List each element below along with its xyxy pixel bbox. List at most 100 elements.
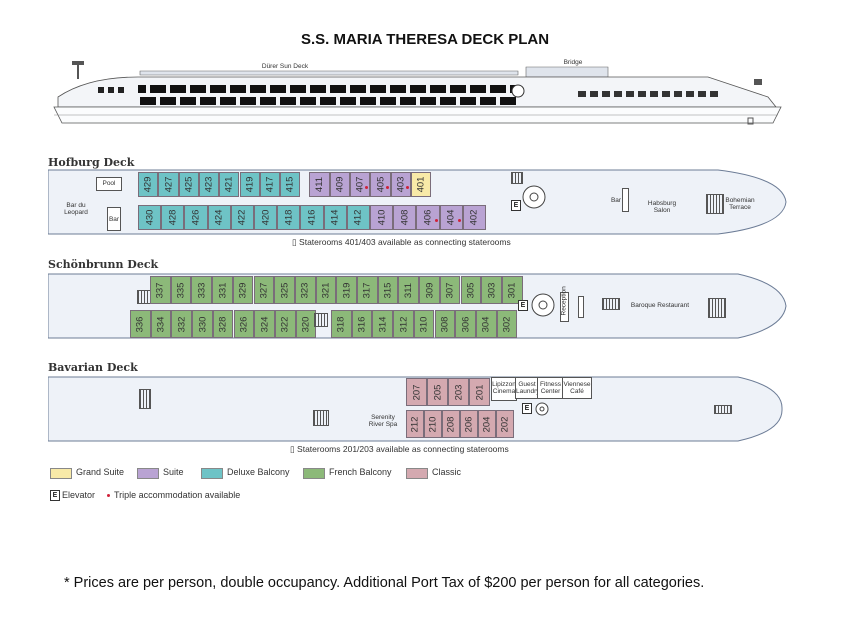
cabin-406: 406 xyxy=(416,205,440,230)
cabin-number: 318 xyxy=(335,316,347,332)
restaurant-service-stairs xyxy=(602,298,620,310)
viennese-cafe-room: Viennese Café xyxy=(562,377,592,399)
cabin-314: 314 xyxy=(372,310,394,338)
legend-french-swatch xyxy=(303,468,325,479)
cabin-328: 328 xyxy=(212,310,234,338)
cabin-309: 309 xyxy=(419,276,440,304)
cabin-407: 407 xyxy=(350,172,371,197)
cabin-426: 426 xyxy=(184,205,208,230)
cabin-number: 412 xyxy=(352,209,364,226)
cabin-number: 405 xyxy=(374,176,386,193)
bavarian-deck-title: Bavarian Deck xyxy=(48,361,138,374)
cabin-number: 203 xyxy=(452,384,464,400)
cabin-205: 205 xyxy=(427,378,448,406)
cabin-323: 323 xyxy=(294,276,316,304)
cabin-number: 314 xyxy=(377,316,389,332)
cabin-number: 411 xyxy=(314,176,326,193)
cabin-325: 325 xyxy=(274,276,295,304)
cabin-number: 208 xyxy=(445,416,457,432)
cabin-number: 423 xyxy=(203,176,215,193)
cabin-315: 315 xyxy=(377,276,399,304)
cabin-number: 321 xyxy=(320,282,332,298)
cabin-319: 319 xyxy=(336,276,357,304)
cabin-number: 311 xyxy=(403,282,415,298)
cabin-312: 312 xyxy=(393,310,414,338)
cabin-number: 326 xyxy=(238,316,250,332)
cabin-203: 203 xyxy=(448,378,469,406)
cabin-number: 331 xyxy=(216,282,228,298)
cabin-208: 208 xyxy=(442,410,460,438)
cabin-301: 301 xyxy=(501,276,523,304)
cabin-401: 401 xyxy=(410,172,432,197)
fitness-center-room: Fitness Center xyxy=(537,377,564,399)
cabin-number: 416 xyxy=(306,209,318,226)
legend-suite-label: Suite xyxy=(163,467,184,477)
cabin-number: 328 xyxy=(217,316,229,332)
cabin-number: 418 xyxy=(283,209,295,226)
cabin-317: 317 xyxy=(357,276,378,304)
cabin-411: 411 xyxy=(309,172,330,197)
pool-area: Pool xyxy=(96,177,122,191)
bavarian-elevator-icon: E xyxy=(522,403,532,414)
cabin-number: 406 xyxy=(422,209,434,226)
bar-du-leopard-label: Bar du Leopard xyxy=(64,202,88,216)
cabin-308: 308 xyxy=(434,310,456,338)
cabin-number: 306 xyxy=(460,316,472,332)
cabin-number: 319 xyxy=(341,282,353,298)
cabin-201: 201 xyxy=(469,378,490,406)
cabin-202: 202 xyxy=(496,410,514,438)
legend-classic-swatch xyxy=(406,468,428,479)
cabin-number: 335 xyxy=(175,282,187,298)
cabin-number: 425 xyxy=(183,176,195,193)
cabin-number: 417 xyxy=(264,176,276,193)
cabin-number: 207 xyxy=(410,384,422,400)
legend-triple-label: Triple accommodation available xyxy=(114,490,241,500)
bar-right-label: Bar xyxy=(610,197,622,204)
bar-left-area: Bar xyxy=(107,207,121,231)
cabin-423: 423 xyxy=(198,172,220,197)
hofburg-fore-stairs xyxy=(706,194,724,214)
cabin-311: 311 xyxy=(398,276,420,304)
restaurant-buffet xyxy=(578,296,584,318)
cabin-330: 330 xyxy=(192,310,213,338)
reception-desk xyxy=(560,292,569,322)
cabin-421: 421 xyxy=(219,172,240,197)
cabin-402: 402 xyxy=(462,205,486,230)
cabin-337: 337 xyxy=(150,276,171,304)
legend-grand-swatch xyxy=(50,468,72,479)
cabin-number: 402 xyxy=(468,209,480,226)
triple-accommodation-dot-icon xyxy=(385,185,389,189)
cabin-321: 321 xyxy=(315,276,337,304)
cabin-329: 329 xyxy=(232,276,254,304)
bar-right-counter xyxy=(622,188,629,212)
cabin-307: 307 xyxy=(439,276,461,304)
cabin-410: 410 xyxy=(370,205,394,230)
hofburg-spiral-stair-icon xyxy=(522,185,546,209)
page-title: S.S. MARIA THERESA DECK PLAN xyxy=(300,31,550,48)
bavarian-aft-stairs xyxy=(139,389,151,409)
cabin-327: 327 xyxy=(253,276,275,304)
cabin-414: 414 xyxy=(323,205,347,230)
cabin-335: 335 xyxy=(170,276,192,304)
cabin-number: 206 xyxy=(463,416,475,432)
cabin-number: 414 xyxy=(329,209,341,226)
cabin-number: 427 xyxy=(162,176,174,193)
schonbrunn-spiral-stair-icon xyxy=(531,293,555,317)
ship-profile-illustration xyxy=(53,61,782,125)
cabin-322: 322 xyxy=(274,310,296,338)
cabin-333: 333 xyxy=(191,276,213,304)
legend-french-label: French Balcony xyxy=(329,467,392,477)
cabin-336: 336 xyxy=(130,310,151,338)
cabin-424: 424 xyxy=(207,205,231,230)
cabin-302: 302 xyxy=(496,310,518,338)
laundry-room: Guest Laundry xyxy=(515,377,540,399)
cabin-number: 329 xyxy=(237,282,249,298)
cabin-303: 303 xyxy=(481,276,502,304)
cabin-number: 212 xyxy=(409,416,421,432)
cabin-number: 310 xyxy=(418,316,430,332)
bavarian-connecting-note: ▯ Staterooms 201/203 available as connec… xyxy=(290,444,509,454)
baroque-restaurant-label: Baroque Restaurant xyxy=(630,302,690,309)
cabin-number: 317 xyxy=(361,282,373,298)
cabin-428: 428 xyxy=(161,205,185,230)
cabin-210: 210 xyxy=(424,410,442,438)
